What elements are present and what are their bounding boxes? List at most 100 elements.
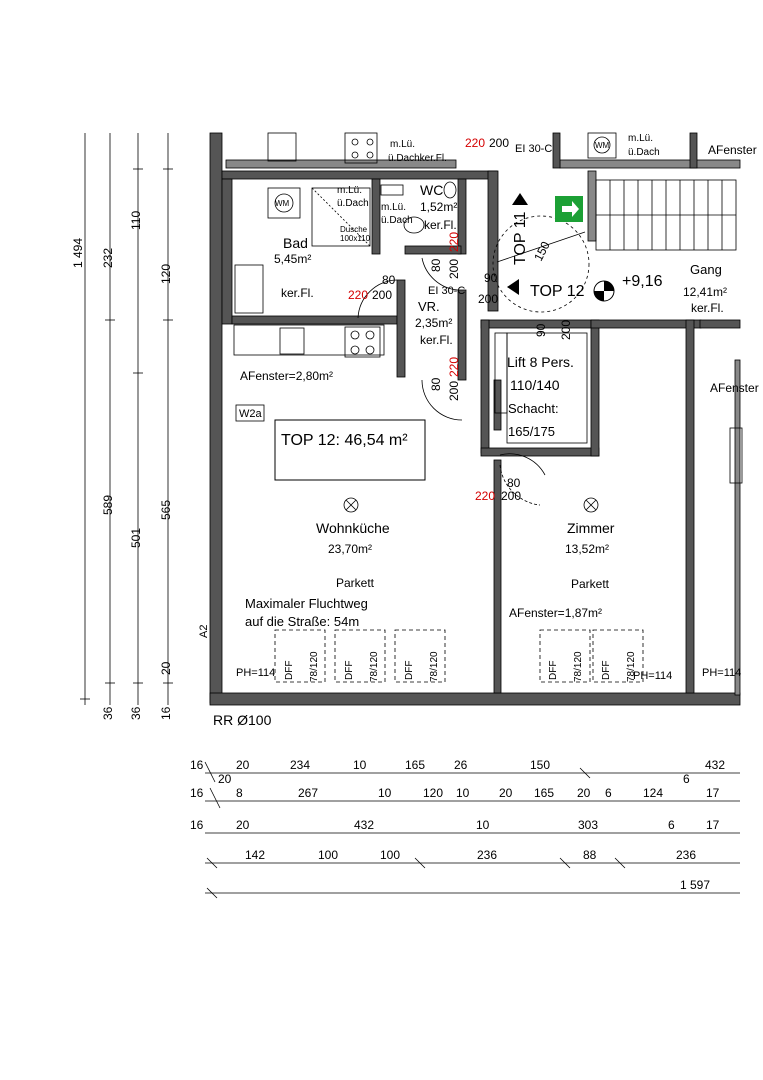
dim-589: 589 — [101, 495, 115, 515]
dim-b3-16: 16 — [190, 818, 204, 832]
upper-right-vent2: ü.Dach — [628, 147, 660, 158]
ceiling-light-icon — [583, 497, 599, 513]
markers — [507, 193, 615, 302]
door-right-h: 200 — [559, 320, 573, 340]
fluchtweg-line1: Maximaler Fluchtweg — [245, 596, 368, 611]
ceiling-light-icon — [343, 497, 359, 513]
zimmer-area: 13,52m² — [565, 542, 609, 556]
door-right-w: 90 — [534, 323, 548, 337]
bad-name: Bad — [283, 235, 308, 251]
dff-size-2: 78/120 — [369, 651, 380, 682]
dff-size-3: 78/120 — [429, 651, 440, 682]
gang-area: 12,41m² — [683, 285, 727, 299]
dim-b4-100b: 100 — [380, 848, 400, 862]
top12-total: TOP 12: 46,54 m² — [281, 432, 408, 449]
dim-36-b: 36 — [129, 706, 143, 720]
el30-vr: EI 30-C — [428, 285, 465, 297]
afenster-kitchen: AFenster=2,80m² — [240, 369, 333, 383]
roof-windows — [274, 629, 644, 683]
door-bad-r: 220 — [348, 288, 368, 302]
dim-b3-20: 20 — [236, 818, 250, 832]
lift-shaft: Schacht: — [508, 401, 559, 416]
dim-b3-10: 10 — [476, 818, 490, 832]
dim-b1-6: 6 — [683, 772, 690, 786]
vr-area: 2,35m² — [415, 316, 452, 330]
bottom-dim-lines — [204, 761, 740, 899]
dim-b1-234: 234 — [290, 758, 310, 772]
dim-b3-6: 6 — [668, 818, 675, 832]
dim-b2-124: 124 — [643, 786, 663, 800]
vr-name: VR. — [418, 299, 440, 314]
dff-size-1: 78/120 — [309, 651, 320, 682]
lift-size: 110/140 — [510, 377, 560, 393]
dim-120: 120 — [159, 264, 173, 284]
wohnkueche-name: Wohnküche — [316, 520, 390, 536]
dim-501: 501 — [129, 528, 143, 548]
wohnkueche-area: 23,70m² — [328, 542, 372, 556]
shower-size: 100x110 — [340, 234, 371, 243]
wc-area: 1,52m² — [420, 200, 457, 214]
dim-b3-17: 17 — [706, 818, 720, 832]
left-dim-lines — [80, 133, 173, 705]
gang-floor: ker.Fl. — [691, 301, 724, 315]
zimmer-floor: Parkett — [571, 577, 610, 591]
bad-vent2: ü.Dach — [337, 198, 369, 209]
dim-b2-267: 267 — [298, 786, 318, 800]
top12-door-label: TOP 12 — [530, 283, 585, 300]
door-150-label: 150 — [531, 239, 553, 263]
bad-area: 5,45m² — [274, 252, 311, 266]
door-top-h: 200 — [489, 136, 509, 150]
dim-232: 232 — [101, 248, 115, 268]
dim-b2-165: 165 — [534, 786, 554, 800]
door-zim-r: 220 — [475, 489, 495, 503]
afenster-right: AFenster — [710, 381, 759, 395]
arrow-left-icon — [507, 279, 519, 295]
wc-name: WC — [420, 182, 443, 198]
dim-b1-16: 16 — [190, 758, 204, 772]
dim-565: 565 — [159, 500, 173, 520]
dim-b4-100a: 100 — [318, 848, 338, 862]
door-wc-r: 220 — [447, 232, 461, 252]
dff-3: DFF — [404, 661, 415, 680]
dim-b2-8: 8 — [236, 786, 243, 800]
wohnkueche-floor: Parkett — [336, 576, 375, 590]
ph-right: PH=114 — [702, 667, 741, 679]
level-value: +9,16 — [622, 273, 663, 290]
door-entry-h: 200 — [478, 292, 498, 306]
washing-machine-icon — [274, 193, 294, 213]
dim-110: 110 — [129, 211, 143, 230]
upper-vent: m.Lü. — [390, 139, 415, 150]
door-vr-w: 80 — [429, 377, 443, 391]
w2a-label: W2a — [239, 408, 263, 420]
dim-b1-10: 10 — [353, 758, 367, 772]
dff-size-4: 78/120 — [573, 651, 584, 682]
dff-1: DFF — [284, 661, 295, 680]
top12-box — [274, 419, 426, 481]
door-bad-w: 80 — [382, 273, 396, 287]
door-wc-h: 200 — [447, 259, 461, 279]
dim-b1-20a: 20 — [218, 772, 232, 786]
ph-middle: PH=114 — [633, 670, 672, 682]
el30-top: EI 30-C — [515, 143, 552, 155]
doors — [357, 215, 590, 506]
dim-b4-142: 142 — [245, 848, 265, 862]
a2-label: A2 — [198, 625, 210, 638]
dim-b2-10b: 10 — [456, 786, 470, 800]
arrow-up-icon — [512, 193, 528, 205]
door-entry-w: 90 — [484, 271, 498, 285]
wc-vent: m.Lü. — [381, 202, 406, 213]
top11-label: TOP 11 — [512, 212, 529, 265]
dff-4: DFF — [548, 661, 559, 680]
dim-b1-150: 150 — [530, 758, 550, 772]
dim-b1-432: 432 — [705, 758, 725, 772]
upper-wm: WM — [595, 141, 610, 150]
lift-shaft-size: 165/175 — [508, 424, 555, 439]
dim-b5-total: 1 597 — [680, 878, 710, 892]
dim-16: 16 — [159, 706, 173, 720]
door-zim-w: 80 — [507, 476, 521, 490]
staircase — [595, 179, 737, 251]
bad-wm: WM — [275, 199, 290, 208]
bad-floor: ker.Fl. — [281, 286, 314, 300]
door-wc-w: 80 — [429, 258, 443, 272]
fluchtweg-line2: auf die Straße: 54m — [245, 614, 359, 629]
